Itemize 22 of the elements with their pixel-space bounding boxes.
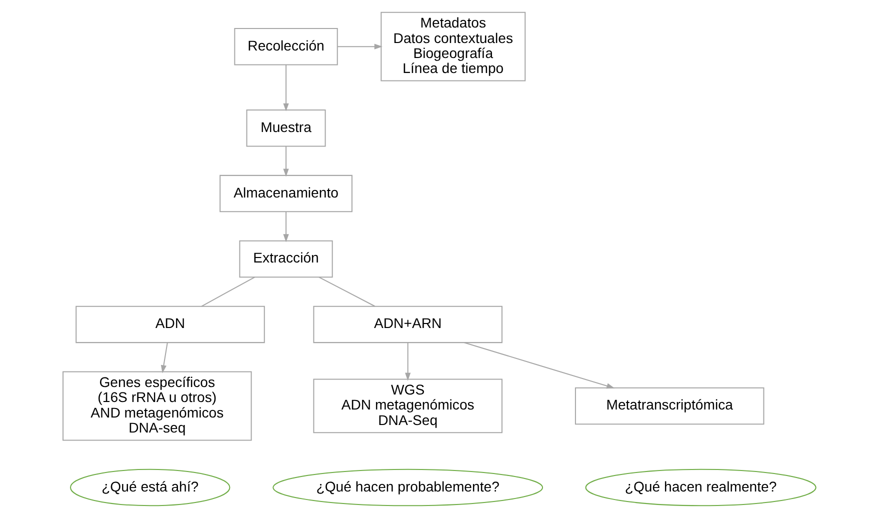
node-ellipse: ¿Qué hacen realmente? <box>584 468 816 506</box>
arrow <box>282 212 288 242</box>
arrow <box>160 342 168 374</box>
arrow <box>282 146 288 177</box>
arrow <box>464 342 614 389</box>
connector <box>200 276 254 307</box>
node-box: Genes específicos (16S rRNA u otros) AND metagenómicos DNA-seq <box>62 371 252 441</box>
node-box: ADN+ARN <box>312 306 502 344</box>
node-box: Recolección <box>234 28 338 66</box>
arrow <box>282 64 288 112</box>
arrow <box>404 342 410 381</box>
node-box: Muestra <box>246 110 326 147</box>
node-box: WGS ADN metagenómicos DNA-Seq <box>312 378 502 434</box>
arrow <box>337 44 382 50</box>
node-ellipse: ¿Qué está ahí? <box>69 468 230 506</box>
node-ellipse: ¿Qué hacen probablemente? <box>272 468 543 506</box>
node-box: ADN <box>75 306 264 344</box>
node-box: Almacenamiento <box>219 174 352 212</box>
node-box: Metadatos Datos contextuales Biogeografía Línea de tiempo <box>380 12 526 82</box>
node-box: Metatranscriptómica <box>574 387 764 425</box>
connector <box>318 276 375 307</box>
node-box: Extracción <box>238 240 332 278</box>
